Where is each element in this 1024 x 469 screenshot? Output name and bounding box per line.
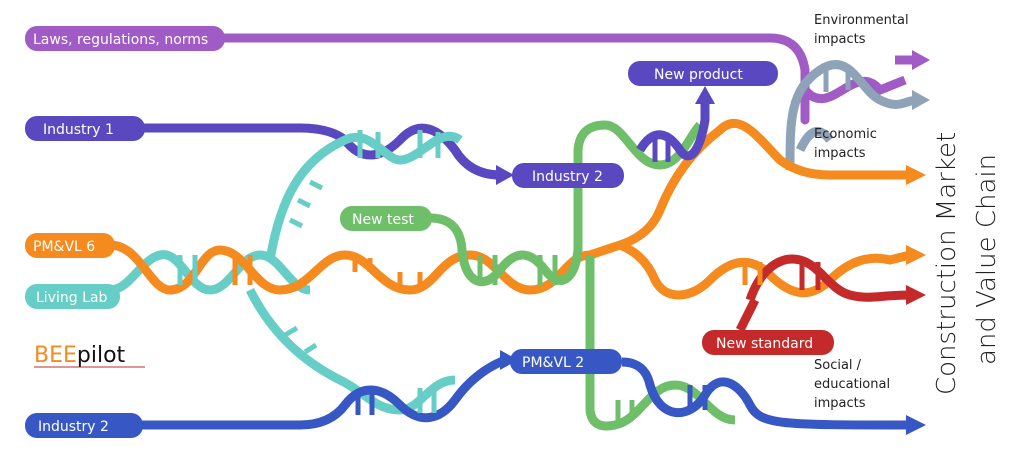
main-helix xyxy=(109,119,926,295)
pill-industry2-bottom: Industry 2 xyxy=(25,413,143,438)
social-line3: impacts xyxy=(814,396,866,411)
pill-pmvl6: PM&VL 6 xyxy=(25,233,115,258)
pill-living-lab: Living Lab xyxy=(25,284,120,309)
pmvl2-strand xyxy=(621,357,926,435)
pill-new-standard: New standard xyxy=(702,330,834,355)
pill-new-product-label: New product xyxy=(654,67,743,83)
industry2-bottom-strand xyxy=(140,350,518,430)
social-line2: educational xyxy=(814,377,890,392)
pill-laws-label: Laws, regulations, norms xyxy=(33,32,208,48)
social-line1: Social / xyxy=(814,358,862,373)
lower-orange-helix xyxy=(618,240,926,333)
environmental-line1: Environmental xyxy=(814,13,909,28)
pill-living-lab-label: Living Lab xyxy=(36,290,107,306)
side-title-line2: and Value Chain xyxy=(972,154,1002,365)
pill-industry2-bottom-label: Industry 2 xyxy=(38,419,109,435)
pill-industry1-label: Industry 1 xyxy=(43,122,114,138)
pill-industry1: Industry 1 xyxy=(25,116,145,141)
social-impacts-label: Social / educational impacts xyxy=(814,358,890,411)
logo-text: BEEpilot xyxy=(34,343,126,368)
pill-pmvl2-label: PM&VL 2 xyxy=(522,355,584,371)
logo-part1: BEE xyxy=(34,343,77,368)
economic-line2: impacts xyxy=(814,146,866,161)
new-product-strand xyxy=(636,86,715,162)
side-title: Construction Market and Value Chain xyxy=(932,132,1002,395)
pill-new-test-label: New test xyxy=(352,212,414,228)
beepilot-logo: BEEpilot xyxy=(34,343,145,368)
economic-impacts-label: Economic impacts xyxy=(814,127,877,161)
logo-part2: pilot xyxy=(77,343,126,368)
industry1-strand xyxy=(140,123,514,185)
side-title-line1: Construction Market xyxy=(932,132,962,395)
pill-pmvl6-label: PM&VL 6 xyxy=(33,239,95,255)
pill-pmvl2: PM&VL 2 xyxy=(510,349,622,374)
grey-helix xyxy=(785,60,930,171)
environmental-line2: impacts xyxy=(814,32,866,47)
pill-new-standard-label: New standard xyxy=(716,336,813,352)
pill-new-test: New test xyxy=(340,206,432,231)
pill-industry2-mid-label: Industry 2 xyxy=(532,169,603,185)
pill-industry2-mid: Industry 2 xyxy=(512,163,624,188)
environmental-impacts-label: Environmental impacts xyxy=(814,13,909,47)
teal-upper-branch xyxy=(265,130,463,261)
pill-new-product: New product xyxy=(628,61,778,86)
economic-line1: Economic xyxy=(814,127,877,142)
pill-laws: Laws, regulations, norms xyxy=(25,26,225,51)
